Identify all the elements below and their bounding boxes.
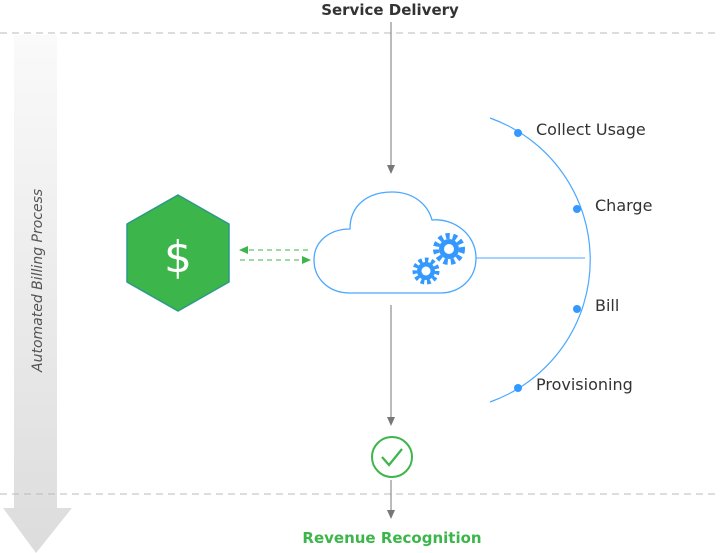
step-label: Charge — [595, 196, 652, 215]
svg-text:$: $ — [164, 232, 192, 283]
revenue-recognition-title: Revenue Recognition — [302, 529, 481, 547]
step-label: Bill — [595, 296, 619, 315]
check-circle-icon — [371, 436, 413, 478]
step-dot — [514, 384, 522, 392]
cloud-gears-icon — [313, 191, 477, 294]
step-dot — [573, 305, 581, 313]
process-arrow — [3, 35, 72, 553]
dollar-hexagon-icon: $ — [126, 194, 230, 312]
step-label: Collect Usage — [536, 120, 646, 139]
step-dot — [573, 205, 581, 213]
side-label: Automated Billing Process — [30, 189, 46, 373]
step-label: Provisioning — [536, 375, 633, 394]
service-delivery-title: Service Delivery — [321, 1, 459, 19]
step-dot — [514, 129, 522, 137]
steps-arc — [489, 117, 591, 403]
